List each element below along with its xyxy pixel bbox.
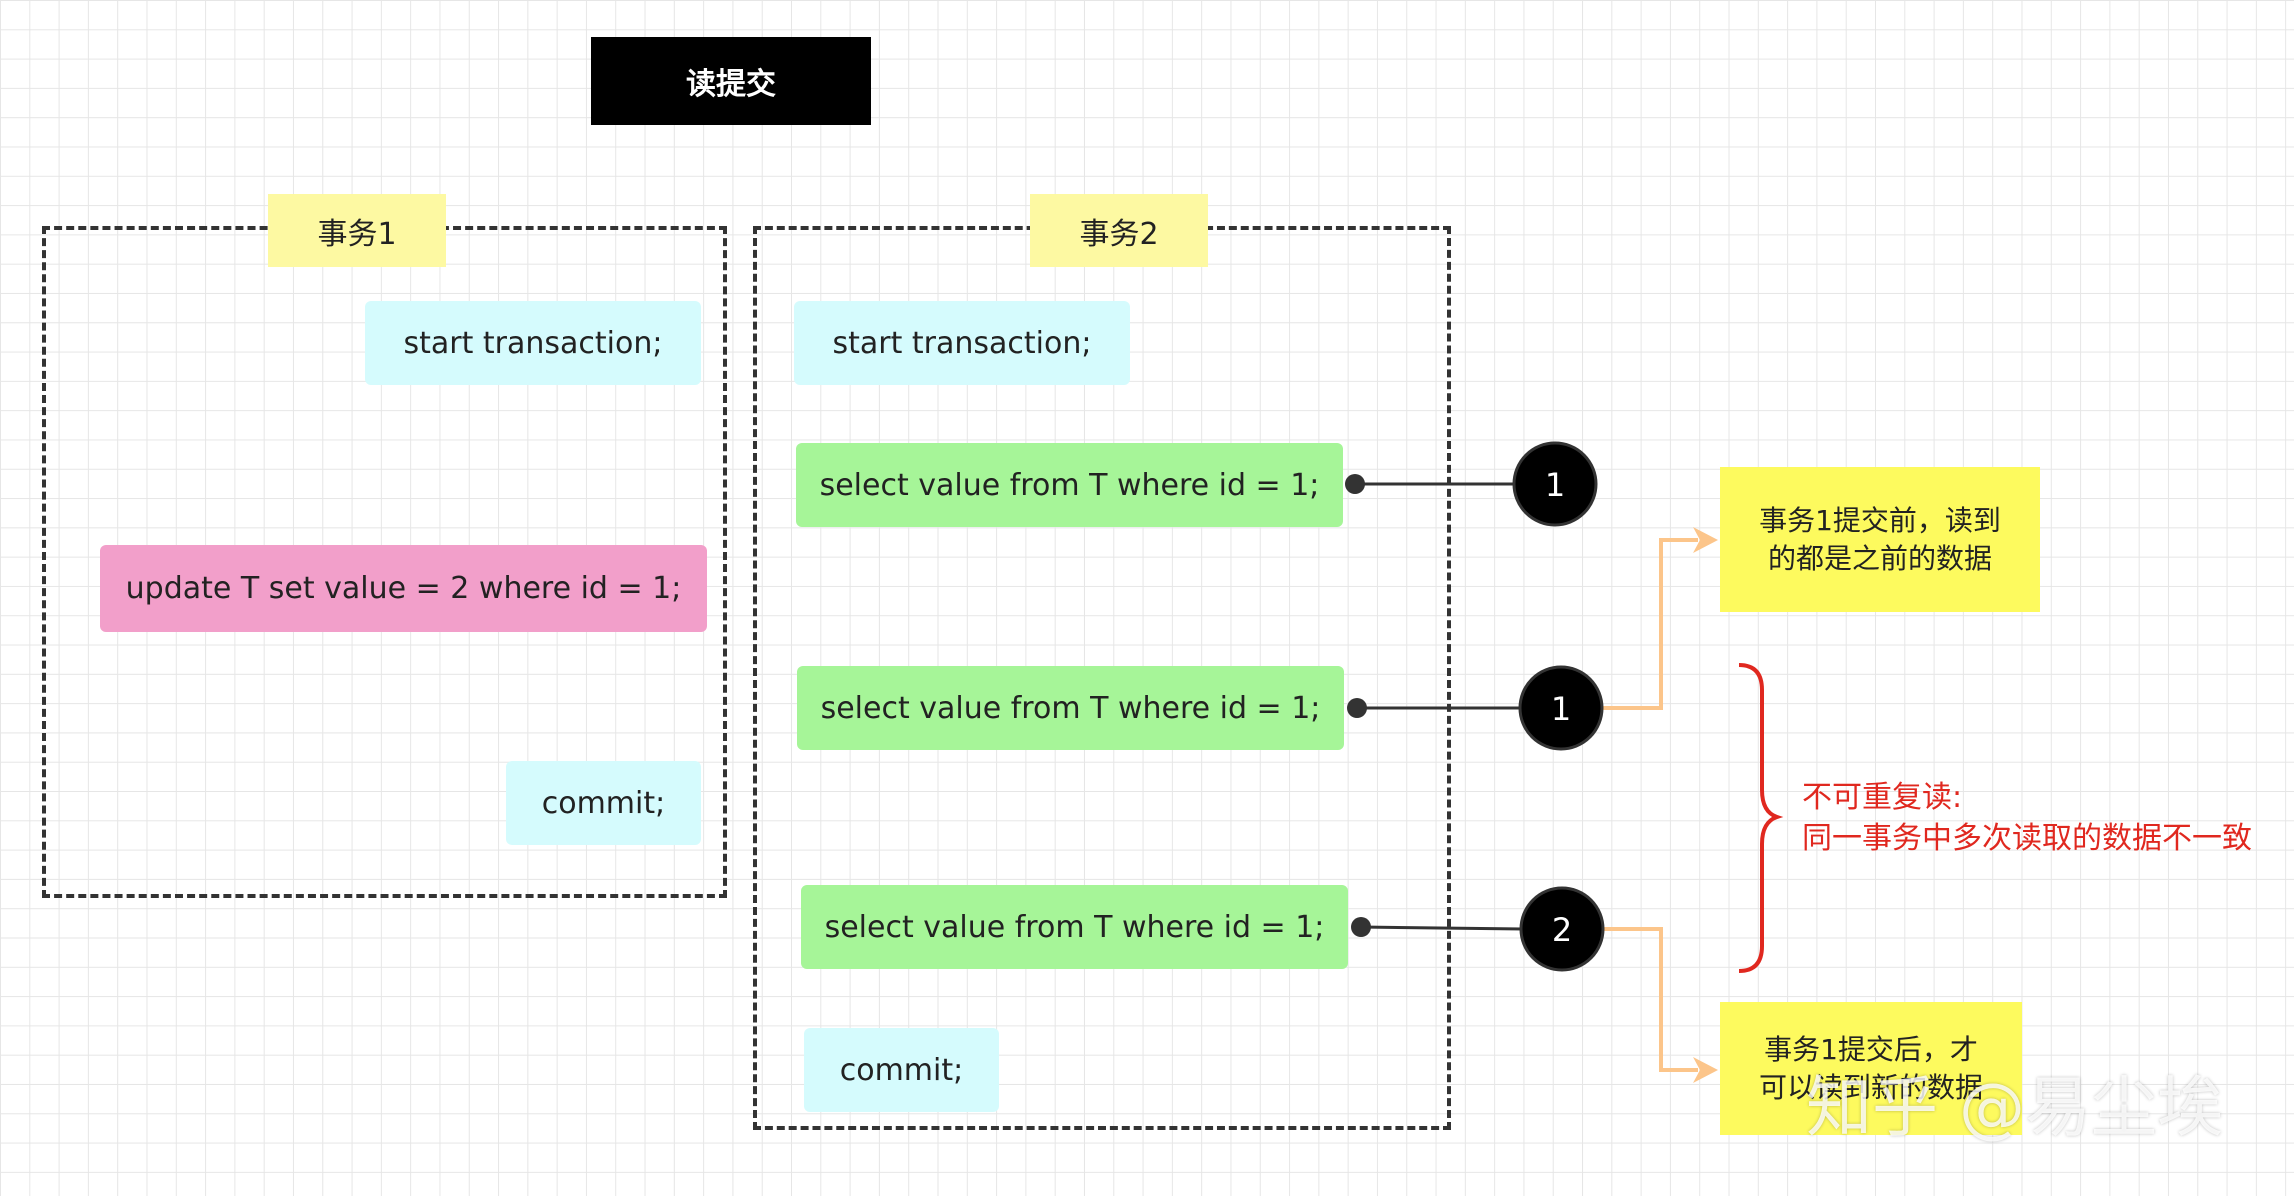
marker-1-text: 1: [1545, 466, 1565, 504]
t1-update-statement: update T set value = 2 where id = 1;: [100, 545, 707, 632]
note-before-commit: 事务1提交前，读到 的都是之前的数据: [1720, 467, 2040, 612]
non-repeatable-desc: 同一事务中多次读取的数据不一致: [1802, 820, 2252, 856]
marker-2-text: 1: [1551, 690, 1571, 728]
t2-select-1: select value from T where id = 1;: [796, 443, 1343, 527]
transaction1-label: 事务1: [268, 194, 446, 267]
note-after-line2: 可以读到新的数据: [1758, 1070, 1983, 1104]
t1-commit: commit;: [506, 761, 701, 845]
note-after-line1: 事务1提交后，才: [1764, 1032, 1978, 1066]
diagram-title: 读提交: [591, 37, 871, 125]
connector-dot-3: [1351, 917, 1371, 937]
marker-2-circle: [1518, 665, 1604, 751]
orange-arrowhead-after: [1693, 1057, 1718, 1083]
t2-select-3: select value from T where id = 1;: [801, 885, 1348, 969]
note-before-line2: 的都是之前的数据: [1767, 541, 1992, 575]
t1-start-transaction: start transaction;: [365, 301, 701, 385]
red-brace: [1738, 663, 1784, 973]
orange-connector-before: [1600, 538, 1698, 710]
note-before-line1: 事务1提交前，读到: [1759, 503, 2001, 537]
t2-start-transaction: start transaction;: [794, 301, 1130, 385]
non-repeatable-title: 不可重复读:: [1802, 780, 1963, 815]
connector-dot-1: [1345, 474, 1365, 494]
zhihu-watermark: 知乎 @易尘埃: [1806, 1069, 2223, 1146]
marker-3-text: 2: [1552, 911, 1572, 949]
marker-3-circle: [1519, 886, 1605, 972]
connector-select3: [1360, 925, 1524, 931]
non-repeatable-read-note: 不可重复读: 同一事务中多次读取的数据不一致: [1802, 778, 2282, 859]
note-after-commit: 事务1提交后，才 可以读到新的数据: [1720, 1002, 2022, 1135]
orange-arrowhead-before: [1693, 527, 1718, 553]
orange-connector-after: [1604, 927, 1698, 1072]
t2-select-2: select value from T where id = 1;: [797, 666, 1344, 750]
transaction2-label: 事务2: [1030, 194, 1208, 267]
connector-dot-2: [1347, 698, 1367, 718]
t2-commit: commit;: [804, 1028, 999, 1112]
marker-1-circle: [1512, 441, 1598, 527]
